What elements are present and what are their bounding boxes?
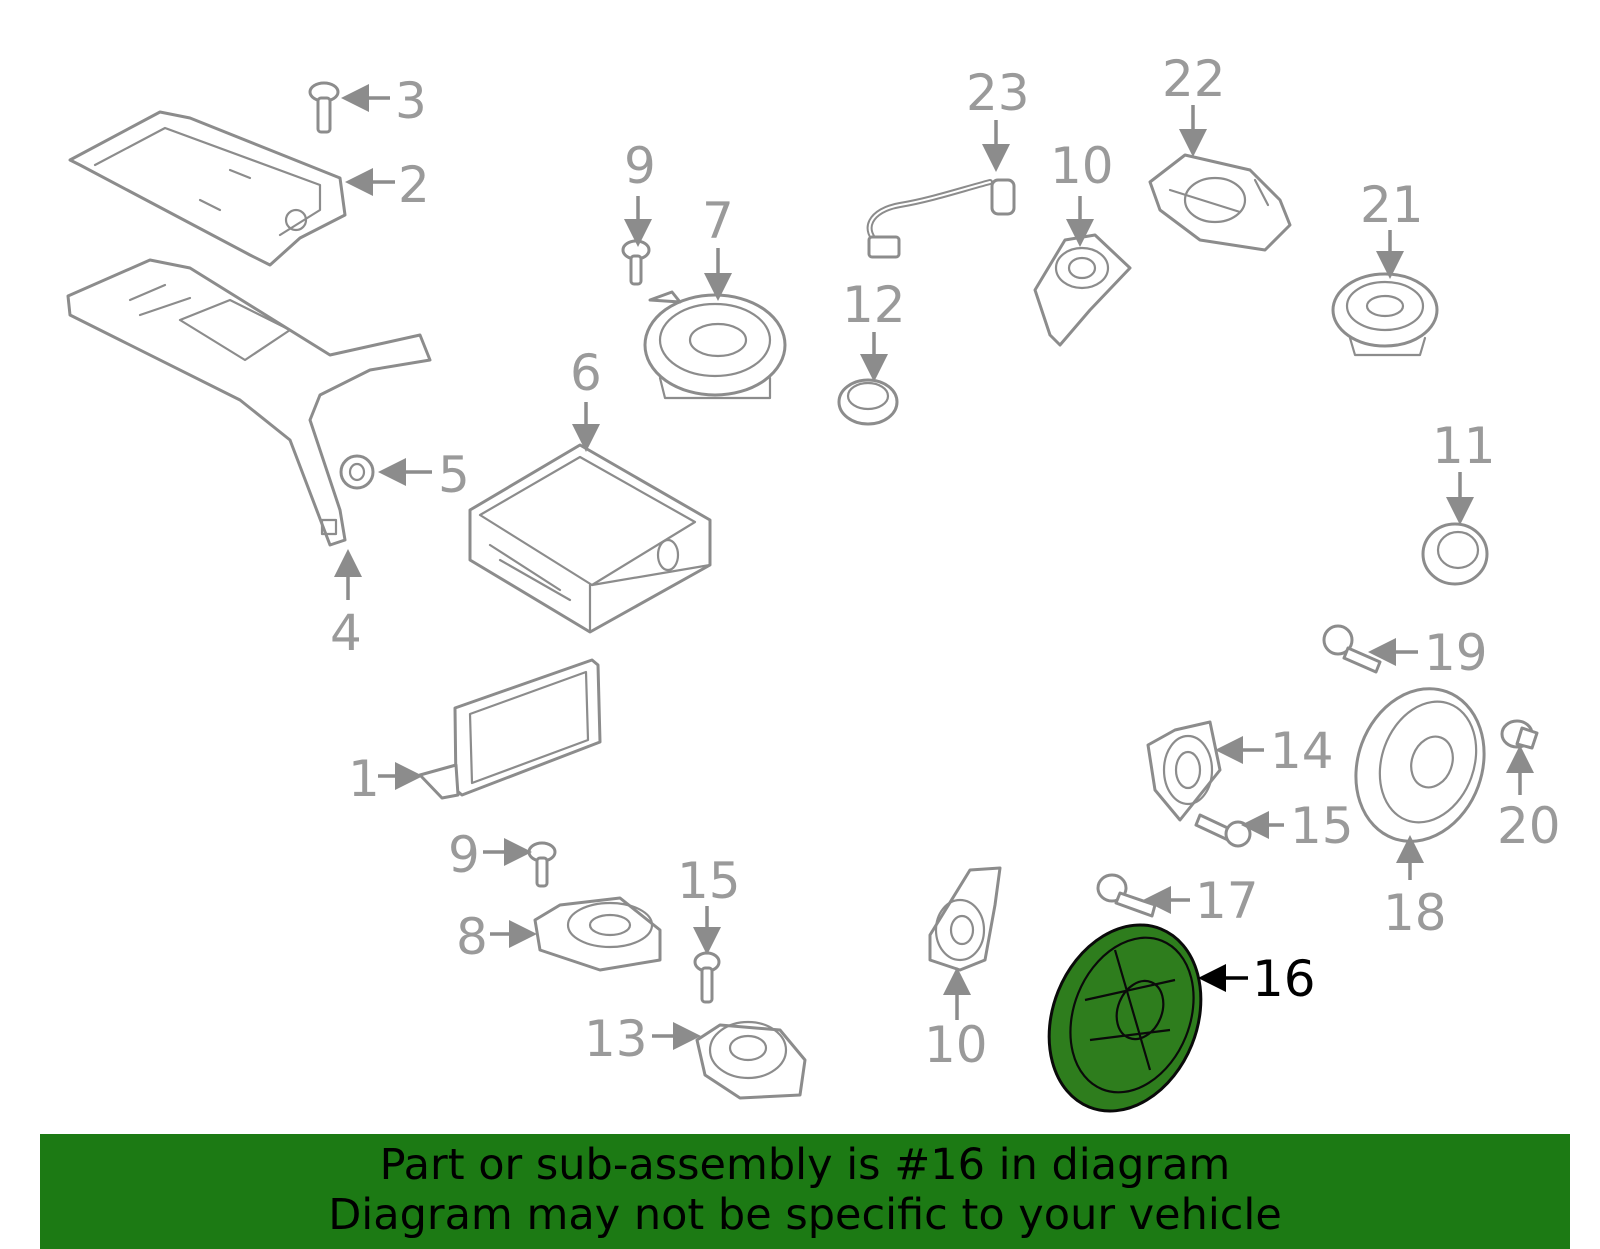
label-15-right: 15 bbox=[1290, 797, 1354, 855]
label-3: 3 bbox=[395, 72, 427, 130]
label-12: 12 bbox=[842, 276, 906, 334]
part-10-tweeter-top bbox=[1033, 233, 1132, 347]
label-19: 19 bbox=[1424, 624, 1488, 682]
part-10-tweeter-bottom bbox=[928, 866, 1002, 972]
label-5: 5 bbox=[438, 446, 470, 504]
label-20: 20 bbox=[1497, 797, 1561, 855]
label-18: 18 bbox=[1383, 884, 1447, 942]
part-7-speaker bbox=[643, 290, 787, 400]
part-4-bracket bbox=[66, 258, 432, 547]
banner-line-1: Part or sub-assembly is #16 in diagram bbox=[379, 1140, 1231, 1190]
part-9-bolt-upper bbox=[621, 239, 651, 286]
part-22-speaker-housing bbox=[1148, 153, 1292, 252]
part-19-bolt bbox=[1322, 624, 1382, 674]
label-23: 23 bbox=[966, 64, 1030, 122]
part-6-receiver-unit bbox=[468, 443, 712, 634]
banner-line-2: Diagram may not be specific to your vehi… bbox=[328, 1190, 1282, 1240]
part-21-speaker bbox=[1331, 272, 1439, 357]
label-21: 21 bbox=[1360, 176, 1424, 234]
label-22: 22 bbox=[1162, 50, 1226, 108]
part-5-grommet bbox=[339, 454, 375, 490]
label-11: 11 bbox=[1432, 417, 1496, 475]
label-16: 16 bbox=[1252, 950, 1316, 1008]
part-3-bolt bbox=[308, 81, 340, 134]
label-10-top: 10 bbox=[1050, 137, 1114, 195]
part-1-display bbox=[418, 658, 602, 800]
part-16-speaker-highlighted bbox=[1047, 923, 1203, 1113]
part-23-cable bbox=[866, 178, 1016, 259]
part-9-bolt-lower bbox=[527, 841, 557, 888]
part-18-speaker bbox=[1354, 687, 1486, 843]
label-7: 7 bbox=[702, 192, 734, 250]
part-15-bolt-right bbox=[1194, 813, 1252, 848]
callout-labels: 3 2 4 5 6 7 9 12 23 10 22 21 11 19 14 15… bbox=[330, 50, 1561, 1074]
label-2: 2 bbox=[398, 156, 430, 214]
callout-arrows bbox=[334, 84, 1534, 1050]
part-13-speaker bbox=[695, 1020, 807, 1100]
part-14-speaker bbox=[1146, 720, 1222, 822]
part-12-tweeter-cup bbox=[837, 378, 899, 426]
info-banner: Part or sub-assembly is #16 in diagram D… bbox=[40, 1134, 1570, 1249]
part-8-speaker bbox=[533, 896, 662, 972]
label-13: 13 bbox=[584, 1010, 648, 1068]
part-2-mounting-plate bbox=[68, 110, 347, 267]
label-6: 6 bbox=[570, 344, 602, 402]
parts-diagram: 3 2 4 5 6 7 9 12 23 10 22 21 11 19 14 15… bbox=[66, 50, 1561, 1113]
part-11-tweeter bbox=[1421, 522, 1489, 586]
part-17-bolt bbox=[1096, 873, 1157, 918]
part-15-bolt-middle bbox=[693, 951, 721, 1004]
label-8: 8 bbox=[456, 908, 488, 966]
label-17: 17 bbox=[1195, 872, 1259, 930]
part-20-grommet bbox=[1500, 719, 1539, 750]
label-1: 1 bbox=[348, 750, 380, 808]
label-9-upper: 9 bbox=[624, 137, 656, 195]
label-14: 14 bbox=[1270, 722, 1334, 780]
label-4: 4 bbox=[330, 604, 362, 662]
label-10-bottom: 10 bbox=[924, 1016, 988, 1074]
label-15-middle: 15 bbox=[677, 852, 741, 910]
label-9-lower: 9 bbox=[448, 826, 480, 884]
